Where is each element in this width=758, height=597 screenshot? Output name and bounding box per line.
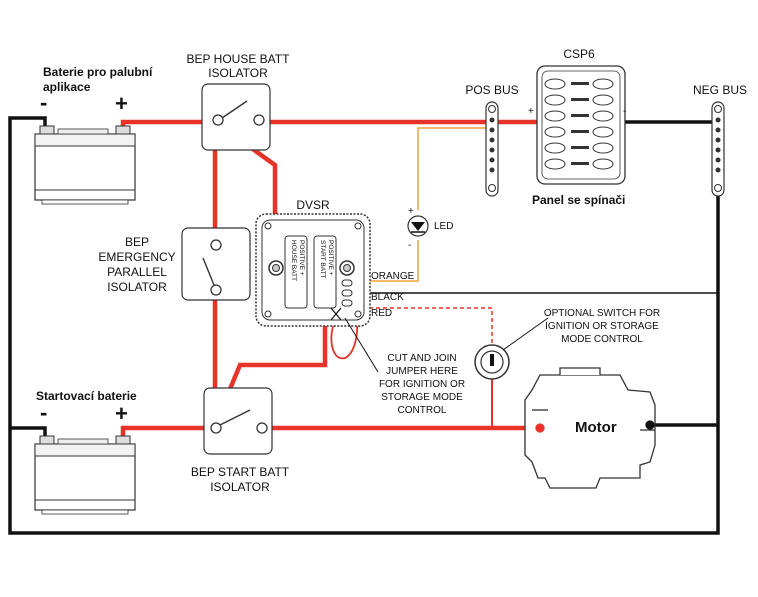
pos-bus-label: POS BUS [465,83,518,97]
orange-wire-top [417,127,490,210]
parallel-isolator-label-1: BEP [125,235,149,249]
cut-join-label-3: FOR IGNITION OR [379,379,465,390]
motor [524,367,656,489]
optional-switch-wire [348,307,493,345]
led-label: LED [434,221,453,232]
parallel-isolator [181,227,251,301]
start-battery-label: Startovací baterie [36,389,137,403]
csp6-label: CSP6 [563,47,595,61]
csp6-switch-panel [536,65,626,185]
start-isolator-label-1: BEP START BATT [191,465,290,479]
neg-bus-minus: - [623,106,626,117]
house-battery-label-1: Baterie pro palubní [43,65,153,79]
pos-bus [485,101,499,197]
house-battery-plus: + [115,91,128,116]
start-isolator-label-2: ISOLATOR [210,480,270,494]
cut-join-label-2: JUMPER HERE [386,366,458,377]
optional-ignition-switch [474,344,510,380]
optional-switch-label-1: OPTIONAL SWITCH FOR [544,308,660,319]
house-isolator-label-2: ISOLATOR [208,66,268,80]
house-battery-minus: - [40,90,47,115]
led-minus: - [408,240,411,251]
wire-orange-label: ORANGE [371,271,415,282]
dvsr-house-terminal-1: HOUSE BATT [290,240,297,281]
cut-join-label-1: CUT AND JOIN [387,353,456,364]
neg-bus-label: NEG BUS [693,83,747,97]
house-isolator-label-1: BEP HOUSE BATT [187,52,291,66]
dvsr-house-terminal-2: POSITIVE + [298,240,305,276]
dvsr-module [255,213,371,327]
house-isolator [201,83,271,151]
wire-red-label: RED [371,308,392,319]
cut-join-pointer [344,317,379,373]
cut-join-label-5: CONTROL [398,405,447,416]
dvsr-start-terminal-1: START BATT [319,240,326,279]
led-plus: + [408,206,414,217]
dvsr-label: DVSR [296,198,330,212]
start-battery-plus: + [115,401,128,426]
panel-label: Panel se spínači [532,193,625,207]
wire-black-label: BLACK [371,292,404,303]
parallel-isolator-label-2: EMERGENCY [98,250,175,264]
optional-switch-label-3: MODE CONTROL [561,334,643,345]
neg-bus [711,101,725,197]
parallel-isolator-label-4: ISOLATOR [107,280,167,294]
house-battery-label-2: aplikace [43,80,91,94]
dvsr-start-terminal-2: POSITIVE + [327,240,334,276]
panel-switches [544,78,614,170]
optional-switch-pointer [502,317,549,351]
led-indicator [407,215,429,237]
parallel-isolator-label-3: PARALLEL [107,265,167,279]
start-battery-minus: - [40,400,47,425]
start-isolator [203,387,273,455]
start-battery [34,435,136,515]
pos-bus-plus: + [528,106,534,117]
house-battery [34,125,136,205]
optional-switch-label-2: IGNITION OR STORAGE [545,321,659,332]
motor-label: Motor [575,419,617,436]
cut-join-label-4: STORAGE MODE [381,392,463,403]
negative-wiring [8,116,720,535]
